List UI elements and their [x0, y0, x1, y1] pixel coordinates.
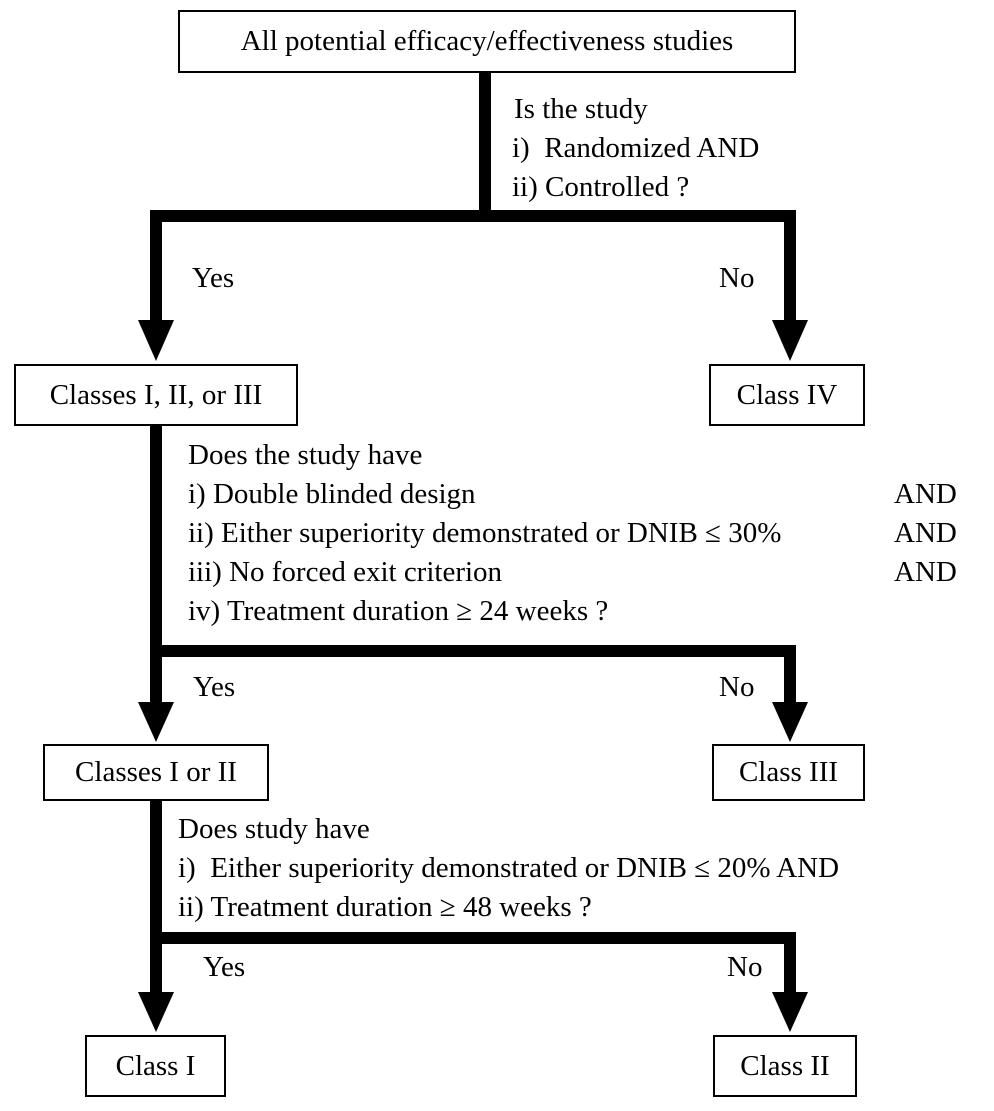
class-iv-label: Class IV — [736, 378, 838, 411]
q1-no-label: No — [719, 262, 755, 294]
q2-and-2: AND — [894, 517, 957, 549]
arrowhead-yes-3 — [138, 992, 174, 1032]
q2-line-4: iii) No forced exit criterion — [188, 556, 503, 588]
class-iii-label: Class III — [738, 756, 839, 788]
q2-line-2: i) Double blinded design — [188, 478, 476, 510]
connector-no-2 — [156, 645, 796, 704]
class-iv-box: Class IV — [709, 364, 865, 426]
classes-i-ii-box: Classes I or II — [43, 744, 269, 801]
q1-line-1: Is the study — [514, 93, 648, 125]
classes-i-ii-iii-label: Classes I, II, or III — [49, 378, 263, 411]
q3-line-3: ii) Treatment duration ≥ 48 weeks ? — [178, 891, 592, 923]
arrowhead-no-3 — [772, 992, 808, 1032]
q2-and-3: AND — [894, 556, 957, 588]
arrowhead-no-1 — [772, 320, 808, 361]
classes-i-ii-iii-box: Classes I, II, or III — [14, 364, 298, 426]
q1-line-3: ii) Controlled ? — [512, 171, 690, 203]
start-box-label: All potential efficacy/effectiveness stu… — [240, 25, 734, 57]
q2-and-1: AND — [894, 478, 957, 510]
connector-no-3 — [156, 932, 796, 994]
q2-no-label: No — [719, 671, 755, 703]
class-ii-box: Class II — [713, 1035, 857, 1097]
q2-line-3: ii) Either superiority demonstrated or D… — [188, 517, 782, 549]
classes-i-ii-label: Classes I or II — [75, 756, 237, 788]
start-box: All potential efficacy/effectiveness stu… — [178, 10, 796, 73]
q1-line-2: i) Randomized AND — [512, 132, 760, 164]
arrowhead-yes-1 — [138, 320, 174, 361]
arrowhead-no-2 — [772, 702, 808, 742]
class-iii-box: Class III — [712, 744, 865, 801]
q2-yes-label: Yes — [193, 671, 236, 703]
arrowhead-yes-2 — [138, 702, 174, 742]
q1-yes-label: Yes — [192, 262, 235, 294]
connector-no-1 — [485, 210, 796, 322]
q2-line-5: iv) Treatment duration ≥ 24 weeks ? — [188, 595, 609, 627]
q3-line-1: Does study have — [178, 813, 370, 845]
class-i-box: Class I — [85, 1035, 226, 1097]
class-i-label: Class I — [115, 1049, 196, 1082]
q3-no-label: No — [727, 951, 763, 983]
q3-yes-label: Yes — [203, 951, 246, 983]
class-ii-label: Class II — [740, 1049, 830, 1082]
q3-line-2: i) Either superiority demonstrated or DN… — [178, 852, 840, 884]
q2-line-1: Does the study have — [188, 439, 423, 471]
connector-yes-1 — [150, 210, 485, 322]
